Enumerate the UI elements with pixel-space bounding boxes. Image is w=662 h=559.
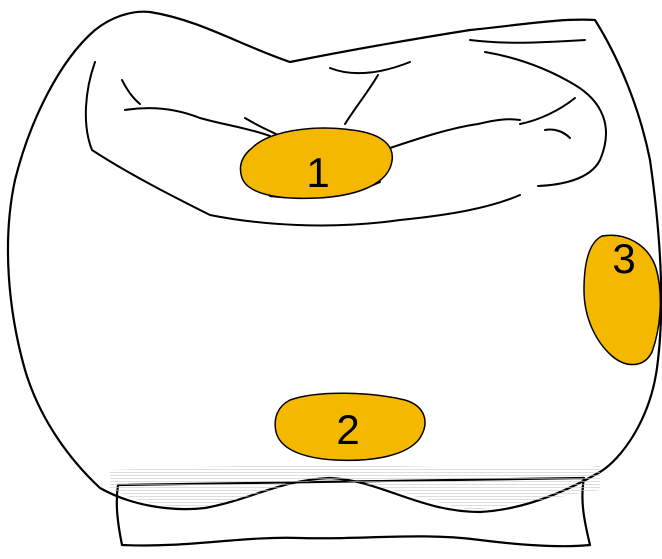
lesion-2: 2 — [275, 393, 425, 460]
lesion-3-label: 3 — [612, 235, 635, 282]
lesion-1: 1 — [240, 128, 392, 198]
lesion-1-label: 1 — [306, 149, 329, 196]
lesion-3: 3 — [584, 235, 660, 364]
lesion-2-label: 2 — [336, 406, 359, 453]
